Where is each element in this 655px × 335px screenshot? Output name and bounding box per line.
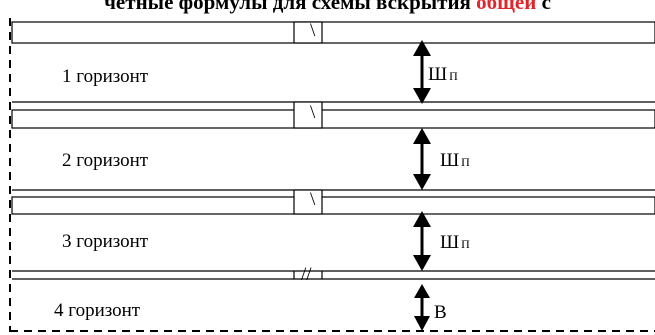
gap-arrow-1 [413, 40, 431, 104]
gap-label-2-main: Ш [440, 150, 459, 171]
horizon-4: // 4 горизонт [12, 264, 655, 321]
horizon-1-band-top [11, 21, 655, 44]
gap-label-3-sub: П [461, 237, 470, 251]
horizon-3-label: 3 горизонт [62, 231, 149, 252]
horizon-1-marks: \ [310, 20, 316, 41]
horizon-1-shaft-cell [293, 21, 323, 44]
horizon-3: \ 3 горизонт [11, 189, 655, 272]
horizon-4-label: 4 горизонт [54, 300, 141, 321]
horizon-1-label: 1 горизонт [62, 66, 149, 87]
horizon-1: \ 1 горизонт [11, 20, 655, 103]
title-text: четные формулы для схемы вскрытия [104, 0, 477, 14]
title-tail: с [536, 0, 551, 14]
gap-label-4: В [434, 302, 447, 323]
horizon-3-shaft-cell [293, 189, 323, 215]
gap-label-4-main: В [434, 302, 447, 323]
horizon-2-marks: \ [310, 102, 316, 123]
gap-label-3-main: Ш [440, 232, 459, 253]
horizon-2-shaft-cell [293, 101, 323, 129]
horizon-3-band-top [11, 196, 655, 215]
gap-label-2-sub: П [461, 155, 470, 169]
horizon-2: \ 2 горизонт [11, 101, 655, 191]
gap-arrow-3 [413, 211, 431, 271]
gap-label-1-main: Ш [428, 64, 447, 85]
horizon-2-label: 2 горизонт [62, 150, 149, 171]
gap-arrow-4 [414, 284, 430, 331]
title-accent-word: общей [476, 0, 537, 14]
horizon-3-marks: \ [310, 189, 316, 210]
horizon-2-band-top [11, 109, 655, 129]
horizon-4-marks: // [301, 264, 312, 285]
gap-arrow-2 [413, 128, 431, 190]
diagram-title: четные формулы для схемы вскрытия общей … [0, 0, 655, 16]
gap-label-1-sub: П [449, 69, 458, 83]
